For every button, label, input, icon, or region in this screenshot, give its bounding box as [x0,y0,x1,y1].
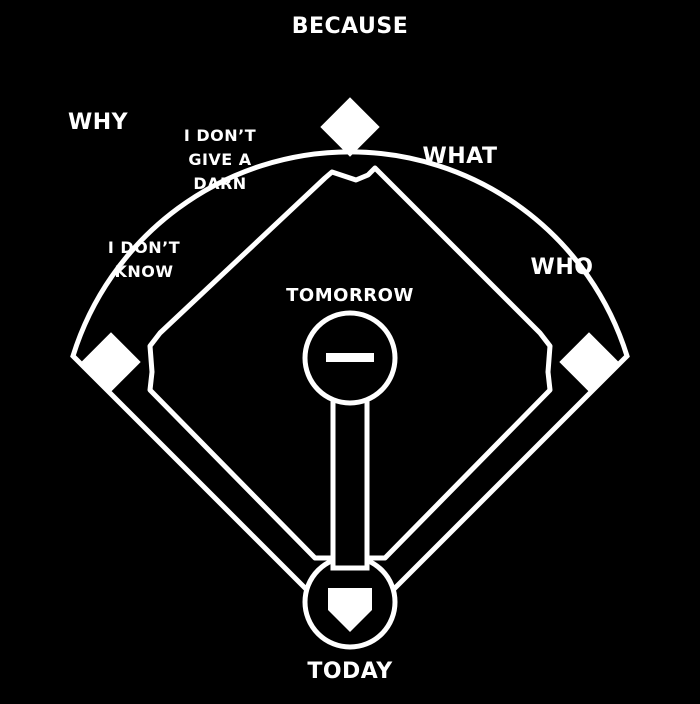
pitcher-lane [330,395,370,571]
label-shortstop: I DON’T GIVE A DARN [160,124,280,196]
label-shortstop-line-1: I DON’T [183,126,257,145]
label-shortstop-line-3: DARN [193,174,247,193]
label-pitcher: TOMORROW [286,285,414,306]
label-catcher: TODAY [307,659,393,684]
label-shortstop-line-2: GIVE A [188,150,252,169]
label-first-base: WHO [530,255,594,280]
label-second-base: WHAT [422,144,498,169]
pitching-rubber [326,353,374,362]
label-third-base-line-2: KNOW [114,262,174,281]
home-plate [328,588,372,632]
third-base [81,332,141,392]
first-base [559,332,619,392]
label-center-field: BECAUSE [291,14,409,39]
label-left-field: WHY [67,110,129,135]
label-third-base: I DON’T KNOW [84,236,204,284]
label-third-base-line-1: I DON’T [107,238,181,257]
second-base [320,97,380,157]
